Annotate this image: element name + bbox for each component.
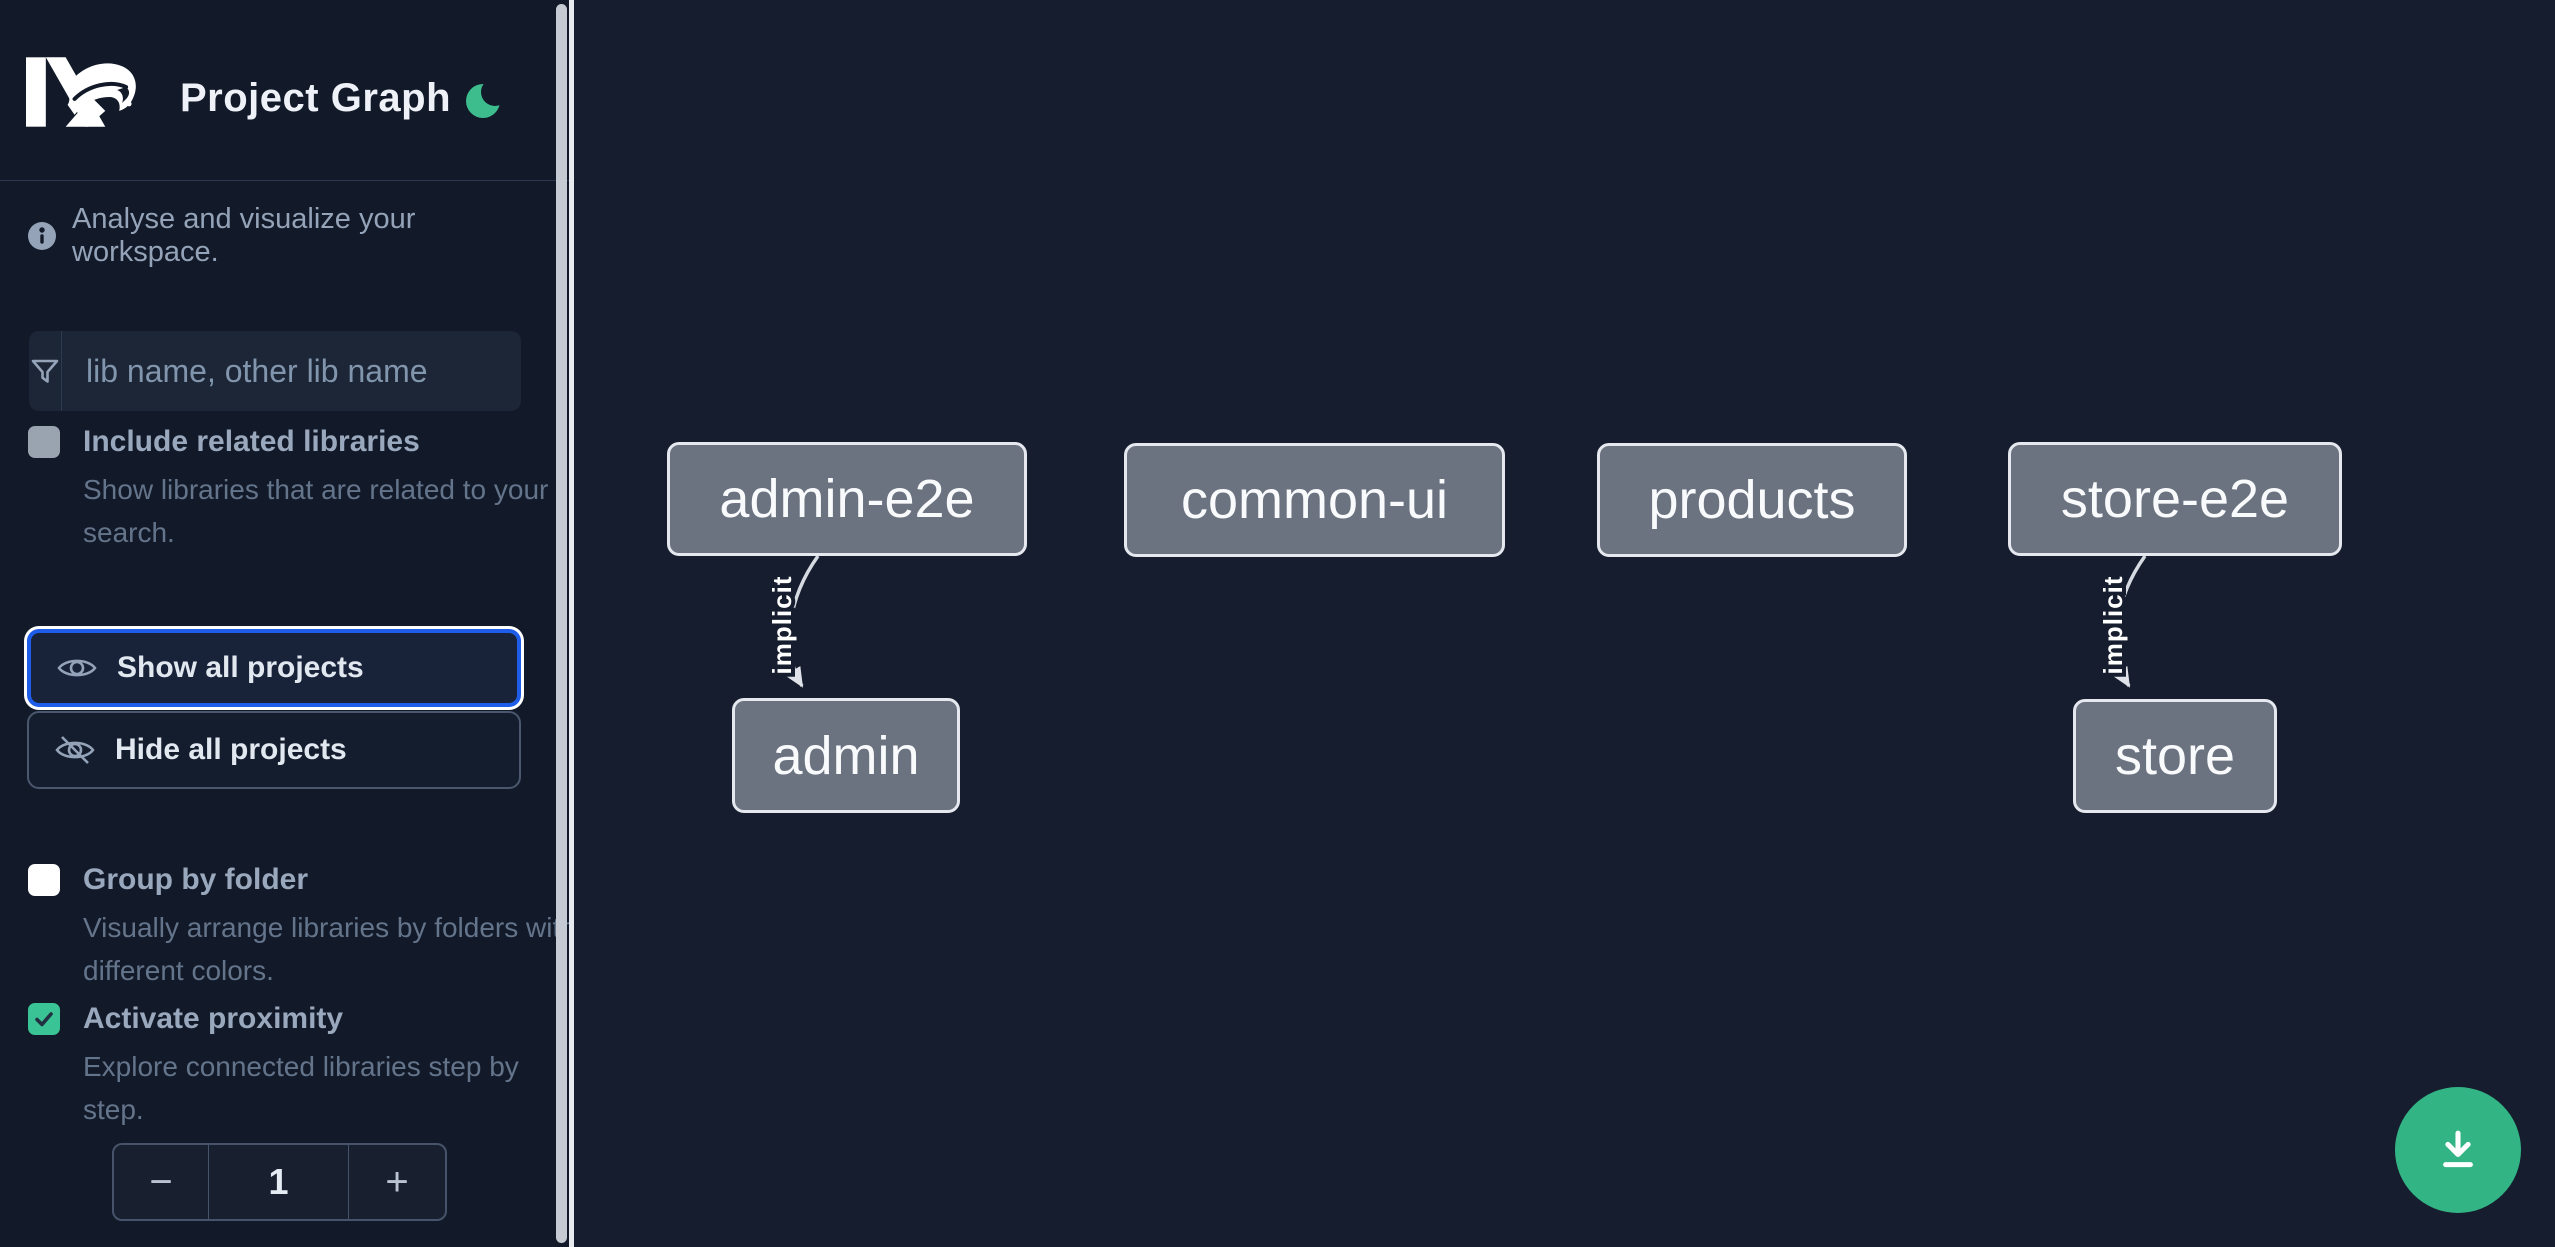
workspace-info: Analyse and visualize your workspace. [28, 203, 570, 269]
download-icon [2443, 1130, 2473, 1168]
show-all-projects-label: Show all projects [117, 651, 364, 684]
hide-all-projects-label: Hide all projects [115, 733, 347, 766]
panel-resize-divider[interactable] [569, 0, 574, 1247]
toggle-activate-proximity: Activate proximity Explore connected lib… [28, 1001, 583, 1131]
toggle-description: Visually arrange libraries by folders wi… [83, 912, 576, 986]
info-icon [28, 222, 56, 250]
info-text: Analyse and visualize your workspace. [72, 203, 416, 268]
graph-node-store[interactable]: store [2073, 699, 2277, 813]
proximity-depth-value: 1 [208, 1145, 349, 1219]
theme-toggle-button[interactable] [462, 76, 510, 124]
increment-button[interactable]: + [385, 1159, 409, 1204]
toggle-description: Explore connected libraries step by step… [83, 1051, 519, 1125]
filter-funnel-icon [29, 331, 62, 411]
eye-icon [57, 659, 97, 677]
check-icon [35, 1012, 53, 1027]
activate-proximity-checkbox[interactable] [28, 1003, 60, 1035]
graph-canvas[interactable] [574, 0, 2555, 1247]
group-by-folder-checkbox[interactable] [28, 864, 60, 896]
decrement-button[interactable]: − [149, 1159, 173, 1204]
show-all-projects-button[interactable]: Show all projects [27, 629, 521, 707]
include-related-checkbox[interactable] [28, 426, 60, 458]
graph-node-common-ui[interactable]: common-ui [1124, 443, 1505, 557]
graph-node-admin-e2e[interactable]: admin-e2e [667, 442, 1027, 556]
graph-node-products[interactable]: products [1597, 443, 1907, 557]
toggle-group-by-folder: Group by folder Visually arrange librari… [28, 862, 583, 992]
nx-logo [26, 57, 136, 127]
graph-node-admin[interactable]: admin [732, 698, 960, 813]
proximity-depth-stepper: − 1 + [112, 1143, 447, 1221]
graph-node-store-e2e[interactable]: store-e2e [2008, 442, 2342, 556]
sidebar-header: Project Graph [0, 0, 570, 181]
hide-all-projects-button[interactable]: Hide all projects [27, 711, 521, 789]
download-image-button[interactable] [2395, 1087, 2521, 1213]
toggle-title: Include related libraries [83, 425, 420, 458]
moon-icon [466, 78, 509, 118]
search-input[interactable] [62, 331, 530, 411]
search-box [29, 331, 530, 411]
toggle-description: Show libraries that are related to your … [83, 474, 549, 548]
toggle-title: Activate proximity [83, 1002, 344, 1035]
toggle-title: Group by folder [83, 863, 308, 896]
eye-off-icon [55, 736, 95, 764]
sidebar: Project Graph Analyse and visualize your… [0, 0, 576, 1247]
toggle-include-related-libraries: Include related libraries Show libraries… [28, 424, 583, 554]
sidebar-scrollbar[interactable] [556, 4, 567, 1243]
page-title: Project Graph [180, 76, 452, 120]
